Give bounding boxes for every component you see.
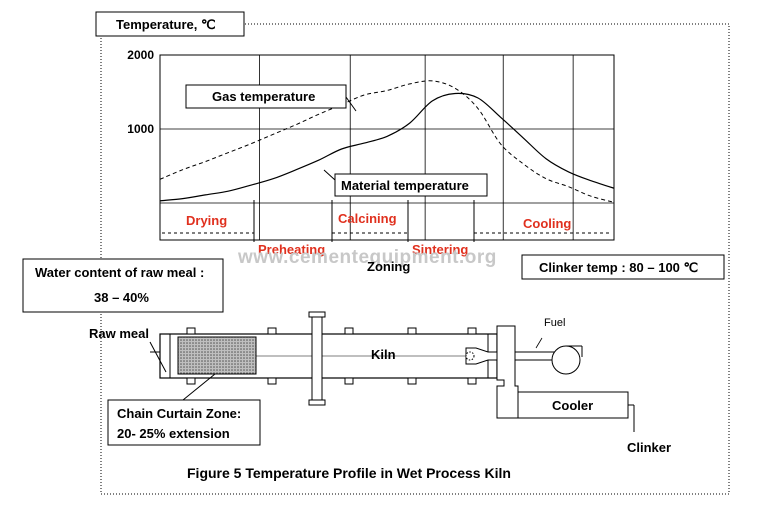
clinker-temp: Clinker temp : 80 – 100 ℃ — [539, 260, 698, 275]
y-axis-title: Temperature, ℃ — [116, 17, 216, 32]
raw-meal-leader — [149, 341, 167, 373]
x-axis-label: Zoning — [367, 259, 410, 274]
y-axis-title-box — [95, 11, 245, 37]
chart-grid — [160, 55, 614, 240]
clinker-label: Clinker — [627, 440, 671, 455]
material-label-leader — [323, 169, 336, 181]
y-tick-label: 2000 — [127, 48, 154, 62]
temperature-chart: 1000 2000 — [127, 48, 615, 241]
chain-curtain-value: 20- 25% extension — [117, 426, 230, 441]
gas-label-box — [185, 84, 347, 109]
water-content-value: 38 – 40% — [94, 290, 149, 305]
girth-gear — [311, 315, 323, 403]
material-temperature-line — [159, 92, 615, 202]
cooler-box — [517, 391, 629, 419]
chain-curtain-box — [107, 399, 261, 446]
fuel-label: Fuel — [544, 317, 565, 329]
zone-label-calcining: Calcining — [338, 211, 397, 226]
clinker-temp-box — [521, 254, 725, 280]
watermark: www.cementequipment.org — [237, 247, 497, 268]
figure-caption: Figure 5 Temperature Profile in Wet Proc… — [187, 465, 511, 481]
zone-arrows — [162, 200, 612, 242]
fuel-leader — [535, 337, 543, 349]
gas-temperature-label: Gas temperature — [212, 89, 315, 104]
kiln-hood — [496, 325, 519, 419]
zone-label-sintering: Sintering — [412, 242, 468, 257]
material-label-box — [334, 173, 488, 197]
chain-curtain-title: Chain Curtain Zone: — [117, 406, 241, 421]
water-content-box — [22, 258, 224, 313]
raw-meal-label: Raw meal — [89, 326, 149, 341]
cooler-label: Cooler — [552, 398, 593, 413]
zone-label-cooling: Cooling — [523, 216, 571, 231]
kiln-schematic — [149, 311, 635, 432]
chain-leader — [182, 373, 216, 401]
water-content-title: Water content of raw meal : — [35, 265, 204, 280]
chart-frame — [159, 54, 615, 241]
y-tick-label: 1000 — [127, 122, 154, 136]
fan — [551, 345, 581, 375]
kiln-label: Kiln — [371, 347, 396, 362]
material-temperature-label: Material temperature — [341, 178, 469, 193]
kiln-supports — [186, 327, 477, 385]
gas-label-leader — [345, 96, 357, 112]
gas-temperature-line — [159, 80, 615, 203]
chain-curtain — [177, 336, 257, 375]
zone-label-preheating: Preheating — [258, 242, 325, 257]
zone-label-drying: Drying — [186, 213, 227, 228]
